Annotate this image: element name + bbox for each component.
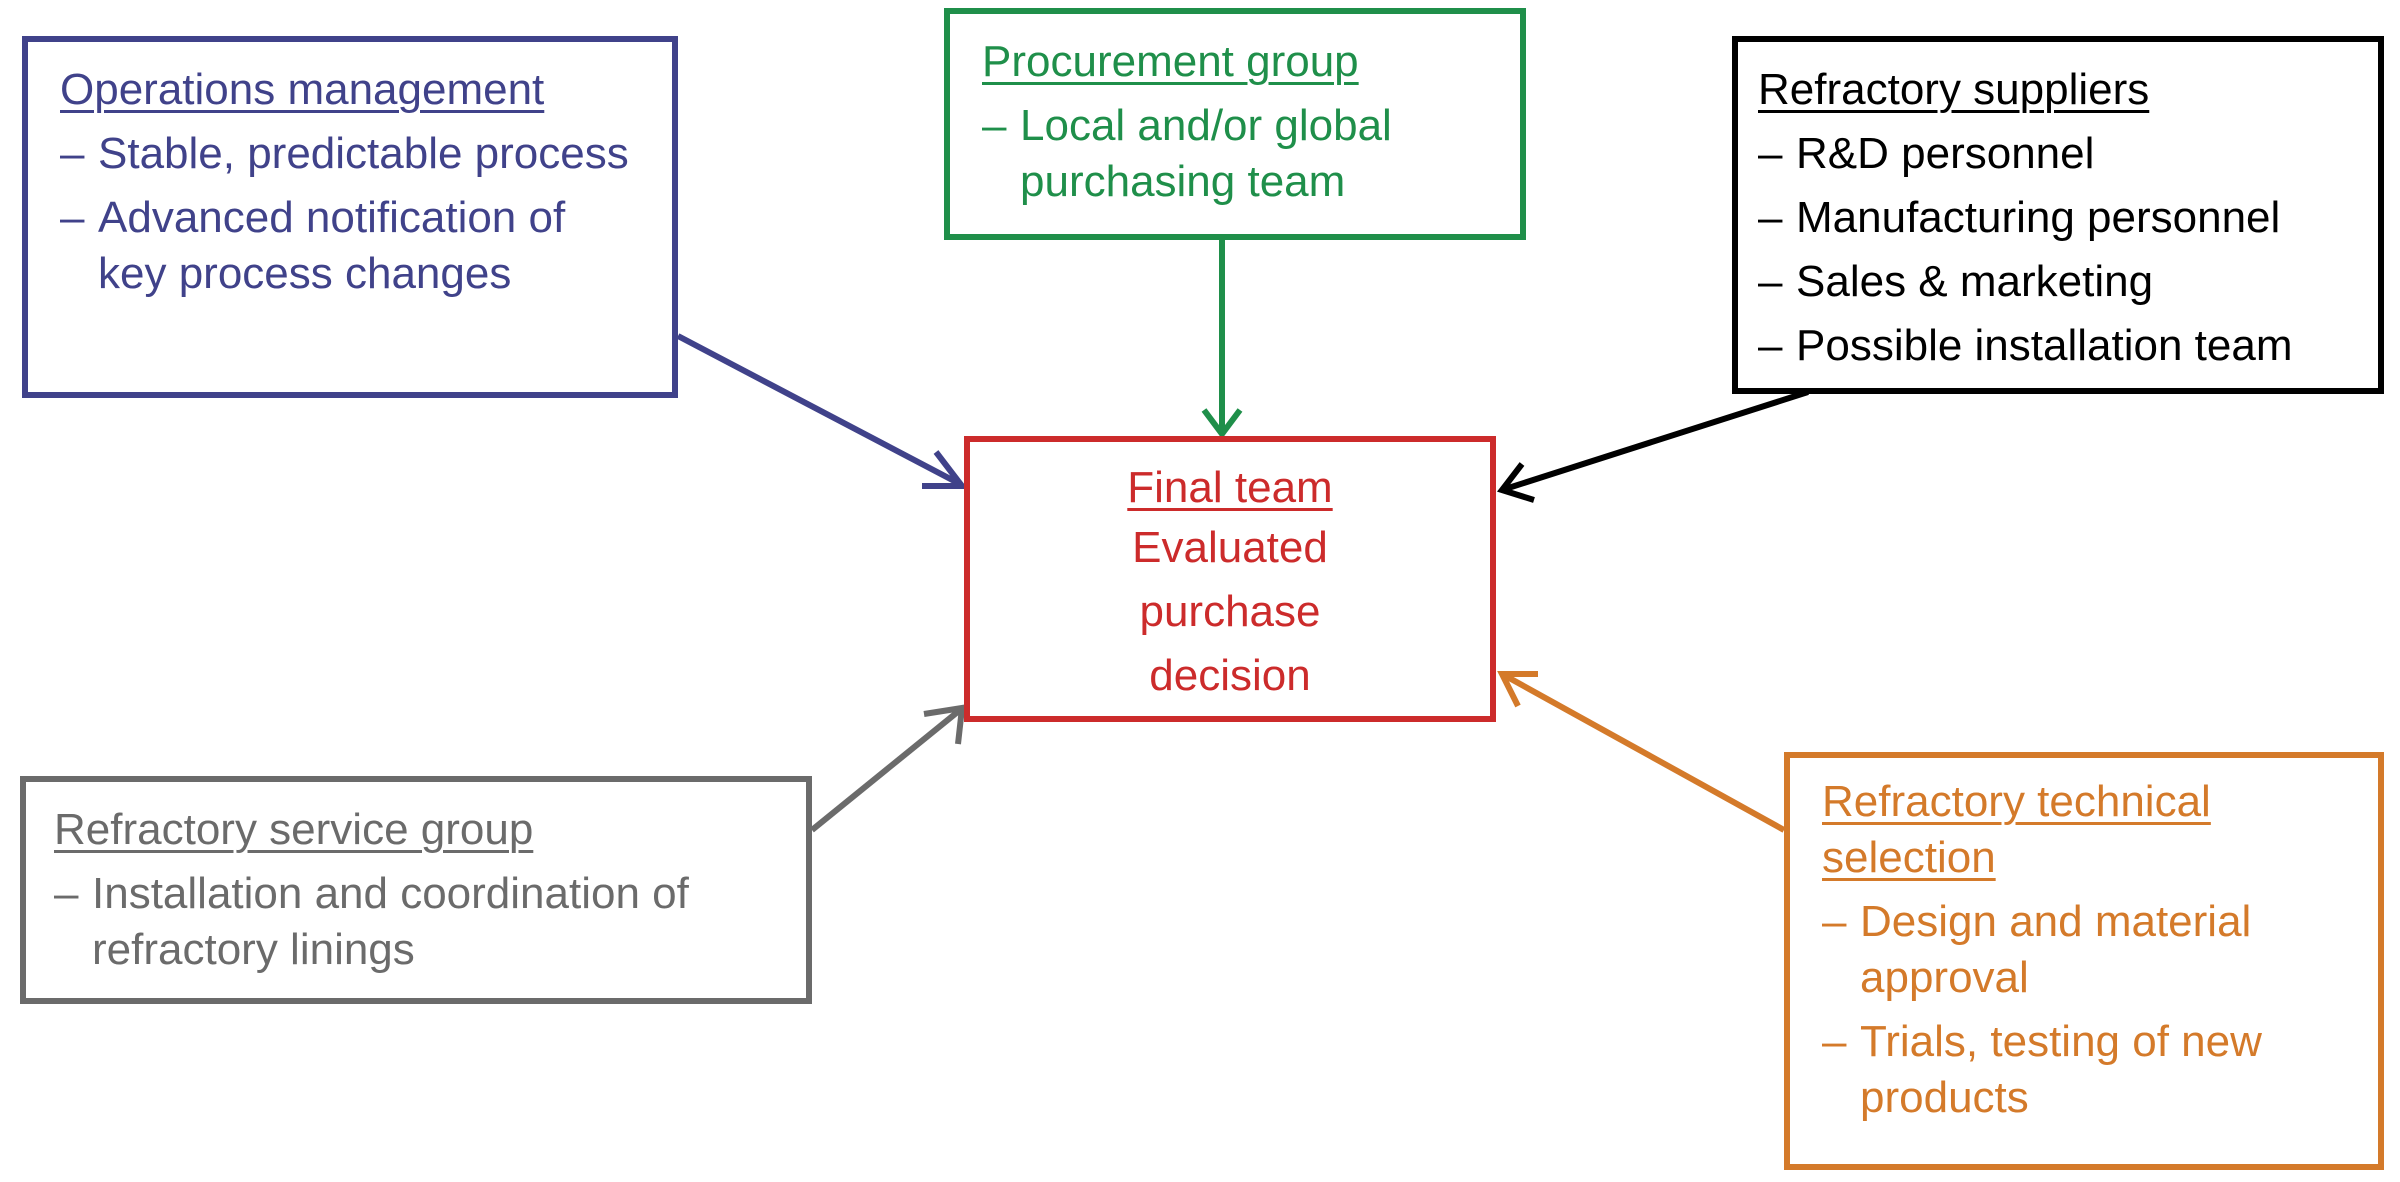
- refractory-suppliers-box: Refractory suppliers –R&D personnel –Man…: [1732, 36, 2384, 394]
- arrow-operations-to-final: [676, 333, 969, 489]
- refractory-service-group-box: Refractory service group –Installation a…: [20, 776, 812, 1004]
- final-team-box: Final team Evaluated purchase decision: [964, 436, 1496, 722]
- technical-item: –Trials, testing of new products: [1822, 1017, 2262, 1122]
- refractory-technical-selection-box: Refractory technical selection –Design a…: [1784, 752, 2384, 1170]
- procurement-item: –Local and/or global purchasing team: [982, 101, 1392, 206]
- procurement-group-title: Procurement group: [982, 37, 1359, 86]
- arrow-suppliers-to-final: [1496, 389, 1809, 503]
- operations-management-title: Operations management: [60, 65, 545, 114]
- suppliers-item: –Possible installation team: [1758, 321, 2293, 370]
- refractory-technical-selection-title: Refractory technical selection: [1822, 777, 2211, 882]
- suppliers-item: –Sales & marketing: [1758, 257, 2154, 306]
- arrow-service-to-final: [810, 704, 966, 833]
- operations-item: –Stable, predictable process: [60, 129, 629, 178]
- final-team-line: decision: [1149, 651, 1311, 700]
- service-item: –Installation and coordination of refrac…: [54, 869, 689, 974]
- final-team-line: purchase: [1139, 587, 1321, 636]
- final-team-title: Final team: [1127, 463, 1333, 512]
- technical-item: –Design and material approval: [1822, 897, 2252, 1002]
- arrow-procurement-to-final: [1201, 240, 1243, 439]
- operations-item: –Advanced notification of key process ch…: [60, 193, 566, 298]
- arrow-technical-to-final: [1497, 671, 1786, 833]
- operations-management-box: Operations management –Stable, predictab…: [22, 36, 678, 398]
- refractory-service-group-title: Refractory service group: [54, 805, 534, 854]
- procurement-group-box: Procurement group –Local and/or global p…: [944, 8, 1526, 240]
- suppliers-item: –Manufacturing personnel: [1758, 193, 2281, 242]
- final-team-line: Evaluated: [1132, 523, 1328, 572]
- refractory-suppliers-title: Refractory suppliers: [1758, 65, 2150, 114]
- suppliers-item: –R&D personnel: [1758, 129, 2095, 178]
